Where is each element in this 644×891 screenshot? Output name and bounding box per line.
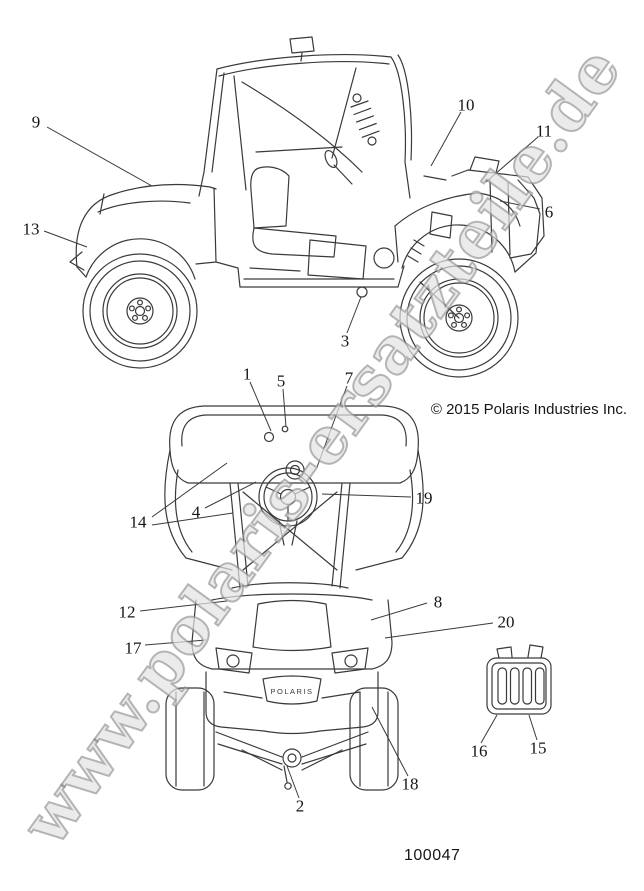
side-view-leader-lines [43, 111, 541, 334]
callout-3: 3 [340, 331, 350, 351]
side-view-drawing [69, 36, 545, 378]
right-headlight [344, 654, 358, 668]
side-seat [250, 166, 337, 258]
callout-1: 1 [242, 364, 252, 384]
callout-13: 13 [22, 219, 40, 239]
callout-7: 7 [344, 368, 354, 388]
callout-15: 15 [529, 738, 547, 758]
callout-16: 16 [470, 741, 488, 761]
callout-17: 17 [124, 638, 142, 658]
side-roll-cage [198, 36, 413, 199]
copyright-notice: © 2015 Polaris Industries Inc. [430, 401, 627, 418]
side-shock-absorber [350, 93, 380, 146]
front-steering-wheel [258, 467, 318, 546]
callout-11: 11 [535, 121, 553, 141]
side-front-suspension [407, 239, 460, 319]
callout-12: 12 [118, 602, 136, 622]
front-cage-tubes [229, 482, 351, 589]
callout-19: 19 [415, 488, 433, 508]
side-rear-body [69, 183, 217, 280]
side-chassis [215, 261, 405, 288]
callout-8: 8 [433, 592, 443, 612]
callout-10: 10 [457, 95, 475, 115]
callout-6: 6 [544, 202, 554, 222]
grille-brand-text: POLARIS [270, 687, 313, 696]
front-hood-bumper [191, 599, 393, 735]
side-front-rack [451, 156, 545, 259]
front-view-leader-lines [139, 381, 538, 799]
side-front-wheel [399, 258, 519, 378]
callout-4: 4 [191, 502, 201, 522]
callout-5: 5 [276, 371, 286, 391]
side-steering [324, 149, 353, 185]
callout-2: 2 [295, 796, 305, 816]
callout-14: 14 [129, 512, 147, 532]
callout-20: 20 [497, 612, 515, 632]
front-view-drawing: POLARIS [164, 405, 552, 791]
side-engine-details [249, 239, 395, 298]
side-rear-wheel [82, 253, 198, 369]
front-fender-flares [164, 449, 424, 571]
front-cowl [211, 582, 373, 601]
front-suspension [215, 731, 369, 790]
part-number: 100047 [404, 847, 461, 864]
left-headlight [226, 654, 240, 668]
front-rack-top [169, 405, 419, 484]
callout-9: 9 [31, 112, 41, 132]
callout-18: 18 [401, 774, 419, 794]
side-front-body [394, 175, 541, 273]
detail-part-grille-insert [486, 644, 552, 715]
